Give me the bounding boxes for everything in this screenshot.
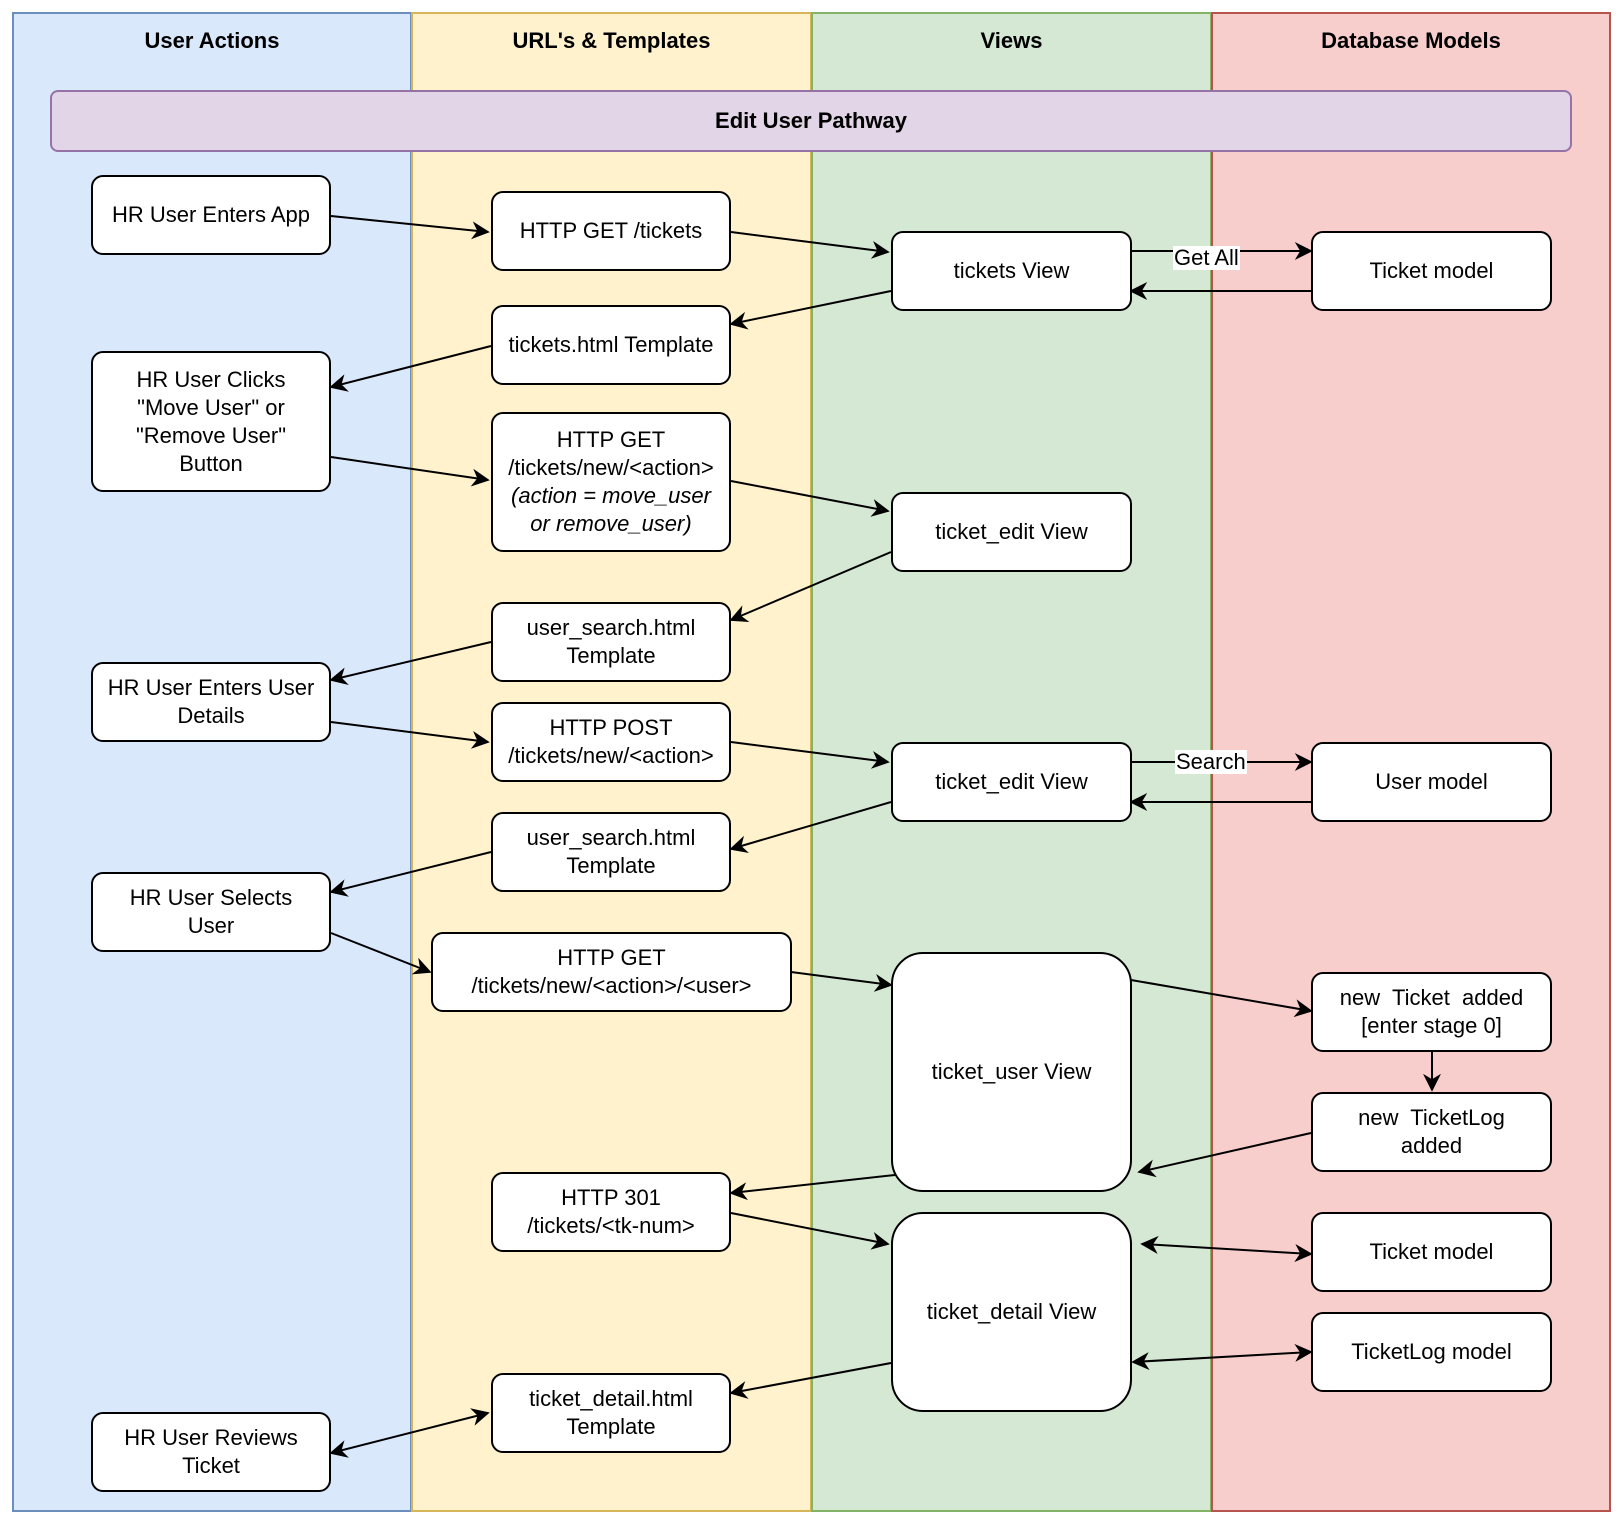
- tickets-html-template: tickets.html Template: [491, 305, 731, 385]
- lane-user-actions: User Actions: [12, 12, 412, 1512]
- node-line: [enter stage 0]: [1361, 1013, 1502, 1038]
- new-ticketlog-added: new TicketLog added: [1311, 1092, 1552, 1172]
- arrow-enters-details-to-post: [330, 721, 490, 749]
- user-model: User model: [1311, 742, 1552, 822]
- http-get-tickets: HTTP GET /tickets: [491, 191, 731, 271]
- new-ticket-added: new Ticket added [enter stage 0]: [1311, 972, 1552, 1052]
- node-line: user_search.html: [526, 615, 696, 640]
- arrow-ticket-edit-to-user-search-2: [729, 801, 892, 854]
- http-get-new-action: HTTP GET /tickets/new/<action> (action =…: [491, 412, 731, 552]
- node-line: /tickets/new/<action>/<user>: [471, 973, 752, 998]
- node-line: HTTP GET: [557, 945, 666, 970]
- arrow-301-to-ticket-detail-view: [730, 1212, 890, 1250]
- ticket-edit-view-2: ticket_edit View: [891, 742, 1132, 822]
- ticket-detail-html-template: ticket_detail.html Template: [491, 1373, 731, 1453]
- arrow-get-user-to-ticket-user-view: [790, 971, 893, 992]
- arrow-new-ticketlog-to-ticket-user-view: [1137, 1132, 1312, 1178]
- node-line: HTTP GET: [556, 427, 666, 452]
- http-post-new-action: HTTP POST /tickets/new/<action>: [491, 702, 731, 782]
- ticket-user-view: ticket_user View: [891, 952, 1132, 1192]
- arrow-clicks-button-to-get-new-action: [330, 456, 490, 487]
- node-line: HR User Enters App: [111, 202, 311, 227]
- node-line: ticket_edit View: [935, 519, 1088, 544]
- node-line: Template: [566, 643, 656, 668]
- http-get-new-action-user: HTTP GET /tickets/new/<action>/<user>: [431, 932, 792, 1012]
- arrow-reviews-ticket-template: [329, 1408, 490, 1458]
- node-line: Ticket model: [1369, 1239, 1494, 1264]
- node-line: tickets.html Template: [508, 332, 714, 357]
- node-line: ticket_user View: [931, 1059, 1092, 1084]
- node-line: Ticket: [182, 1453, 240, 1478]
- node-line: User: [187, 913, 235, 938]
- node-line: ticket_detail View: [926, 1299, 1097, 1324]
- arrow-post-to-ticket-edit: [730, 741, 890, 769]
- arrow-user-search-2-to-selects-user: [329, 851, 492, 897]
- arrow-ticket-detail-ticketlog-model: [1131, 1343, 1313, 1371]
- arrow-ticket-user-view-to-301: [729, 1174, 896, 1201]
- node-line: Details: [177, 703, 245, 728]
- node-line: HTTP 301: [561, 1185, 661, 1210]
- node-line: user_search.html: [526, 825, 696, 850]
- lane-title-urls-templates: URL's & Templates: [512, 28, 711, 53]
- node-line: "Remove User": [135, 422, 287, 448]
- arrow-enters-app-to-get-tickets: [330, 215, 490, 240]
- arrow-ticket-user-view-to-new-ticket: [1130, 979, 1313, 1018]
- node-line: HTTP GET /tickets: [519, 218, 703, 243]
- node-line: Button: [179, 450, 243, 476]
- arrow-get-tickets-to-tickets-view: [730, 231, 890, 259]
- arrow-ticket-edit-to-user-search: [729, 551, 892, 622]
- node-line: Template: [566, 1414, 656, 1439]
- node-line: ticket_edit View: [935, 769, 1088, 794]
- edit-user-pathway-banner: Edit User Pathway: [50, 90, 1572, 152]
- arrow-selects-user-to-get-user: [330, 932, 432, 975]
- hr-user-enters-app: HR User Enters App: [91, 175, 331, 255]
- node-line: User model: [1375, 769, 1488, 794]
- lane-title-database-models: Database Models: [1321, 28, 1501, 53]
- hr-user-clicks-button: HR User Clicks "Move User" or "Remove Us…: [91, 351, 331, 492]
- hr-user-enters-details: HR User Enters User Details: [91, 662, 331, 742]
- ticket-detail-view: ticket_detail View: [891, 1212, 1132, 1412]
- lane-title-user-actions: User Actions: [144, 28, 280, 53]
- node-line: /tickets/new/<action>: [508, 455, 714, 480]
- node-line-italic: or remove_user): [530, 511, 692, 536]
- arrow-get-new-action-to-ticket-edit: [730, 480, 890, 517]
- node-line: TicketLog model: [1351, 1339, 1512, 1364]
- ticket-model-1: Ticket model: [1311, 231, 1552, 311]
- tickets-view: tickets View: [891, 231, 1132, 311]
- node-line: HTTP POST: [549, 715, 673, 740]
- node-line: /tickets/<tk-num>: [527, 1213, 695, 1238]
- edge-label-search: Search: [1175, 749, 1247, 774]
- node-line: HR User Selects: [129, 885, 293, 910]
- user-search-html-template-2: user_search.html Template: [491, 812, 731, 892]
- node-line: ticket_detail.html: [529, 1386, 693, 1411]
- node-line: tickets View: [953, 258, 1070, 283]
- node-line: "Move User" or: [137, 394, 285, 420]
- arrow-template-to-clicks-button: [329, 345, 492, 392]
- hr-user-reviews-ticket: HR User Reviews Ticket: [91, 1412, 331, 1492]
- node-line: Template: [566, 853, 656, 878]
- arrow-ticket-detail-view-to-template: [729, 1362, 892, 1399]
- node-line: new TicketLog: [1358, 1105, 1505, 1130]
- node-line-italic: (action = move_user: [511, 483, 711, 508]
- user-search-html-template-1: user_search.html Template: [491, 602, 731, 682]
- node-line: added: [1400, 1133, 1463, 1158]
- node-line: HR User Enters User: [107, 675, 315, 700]
- node-line: HR User Reviews: [124, 1425, 298, 1450]
- node-line: HR User Clicks: [136, 366, 286, 392]
- node-line: /tickets/new/<action>: [508, 743, 714, 768]
- ticket-model-2: Ticket model: [1311, 1212, 1552, 1292]
- http-301-redirect: HTTP 301 /tickets/<tk-num>: [491, 1172, 731, 1252]
- node-line: Ticket model: [1369, 258, 1494, 283]
- arrow-tickets-view-to-template: [729, 290, 892, 330]
- ticketlog-model: TicketLog model: [1311, 1312, 1552, 1392]
- ticket-edit-view-1: ticket_edit View: [891, 492, 1132, 572]
- arrow-user-search-to-enters-details: [329, 641, 492, 686]
- lane-title-views: Views: [980, 28, 1043, 53]
- edge-label-get-all: Get All: [1173, 245, 1240, 270]
- arrow-ticket-detail-ticket-model: [1140, 1235, 1313, 1263]
- node-line: new Ticket added: [1339, 985, 1524, 1010]
- hr-user-selects-user: HR User Selects User: [91, 872, 331, 952]
